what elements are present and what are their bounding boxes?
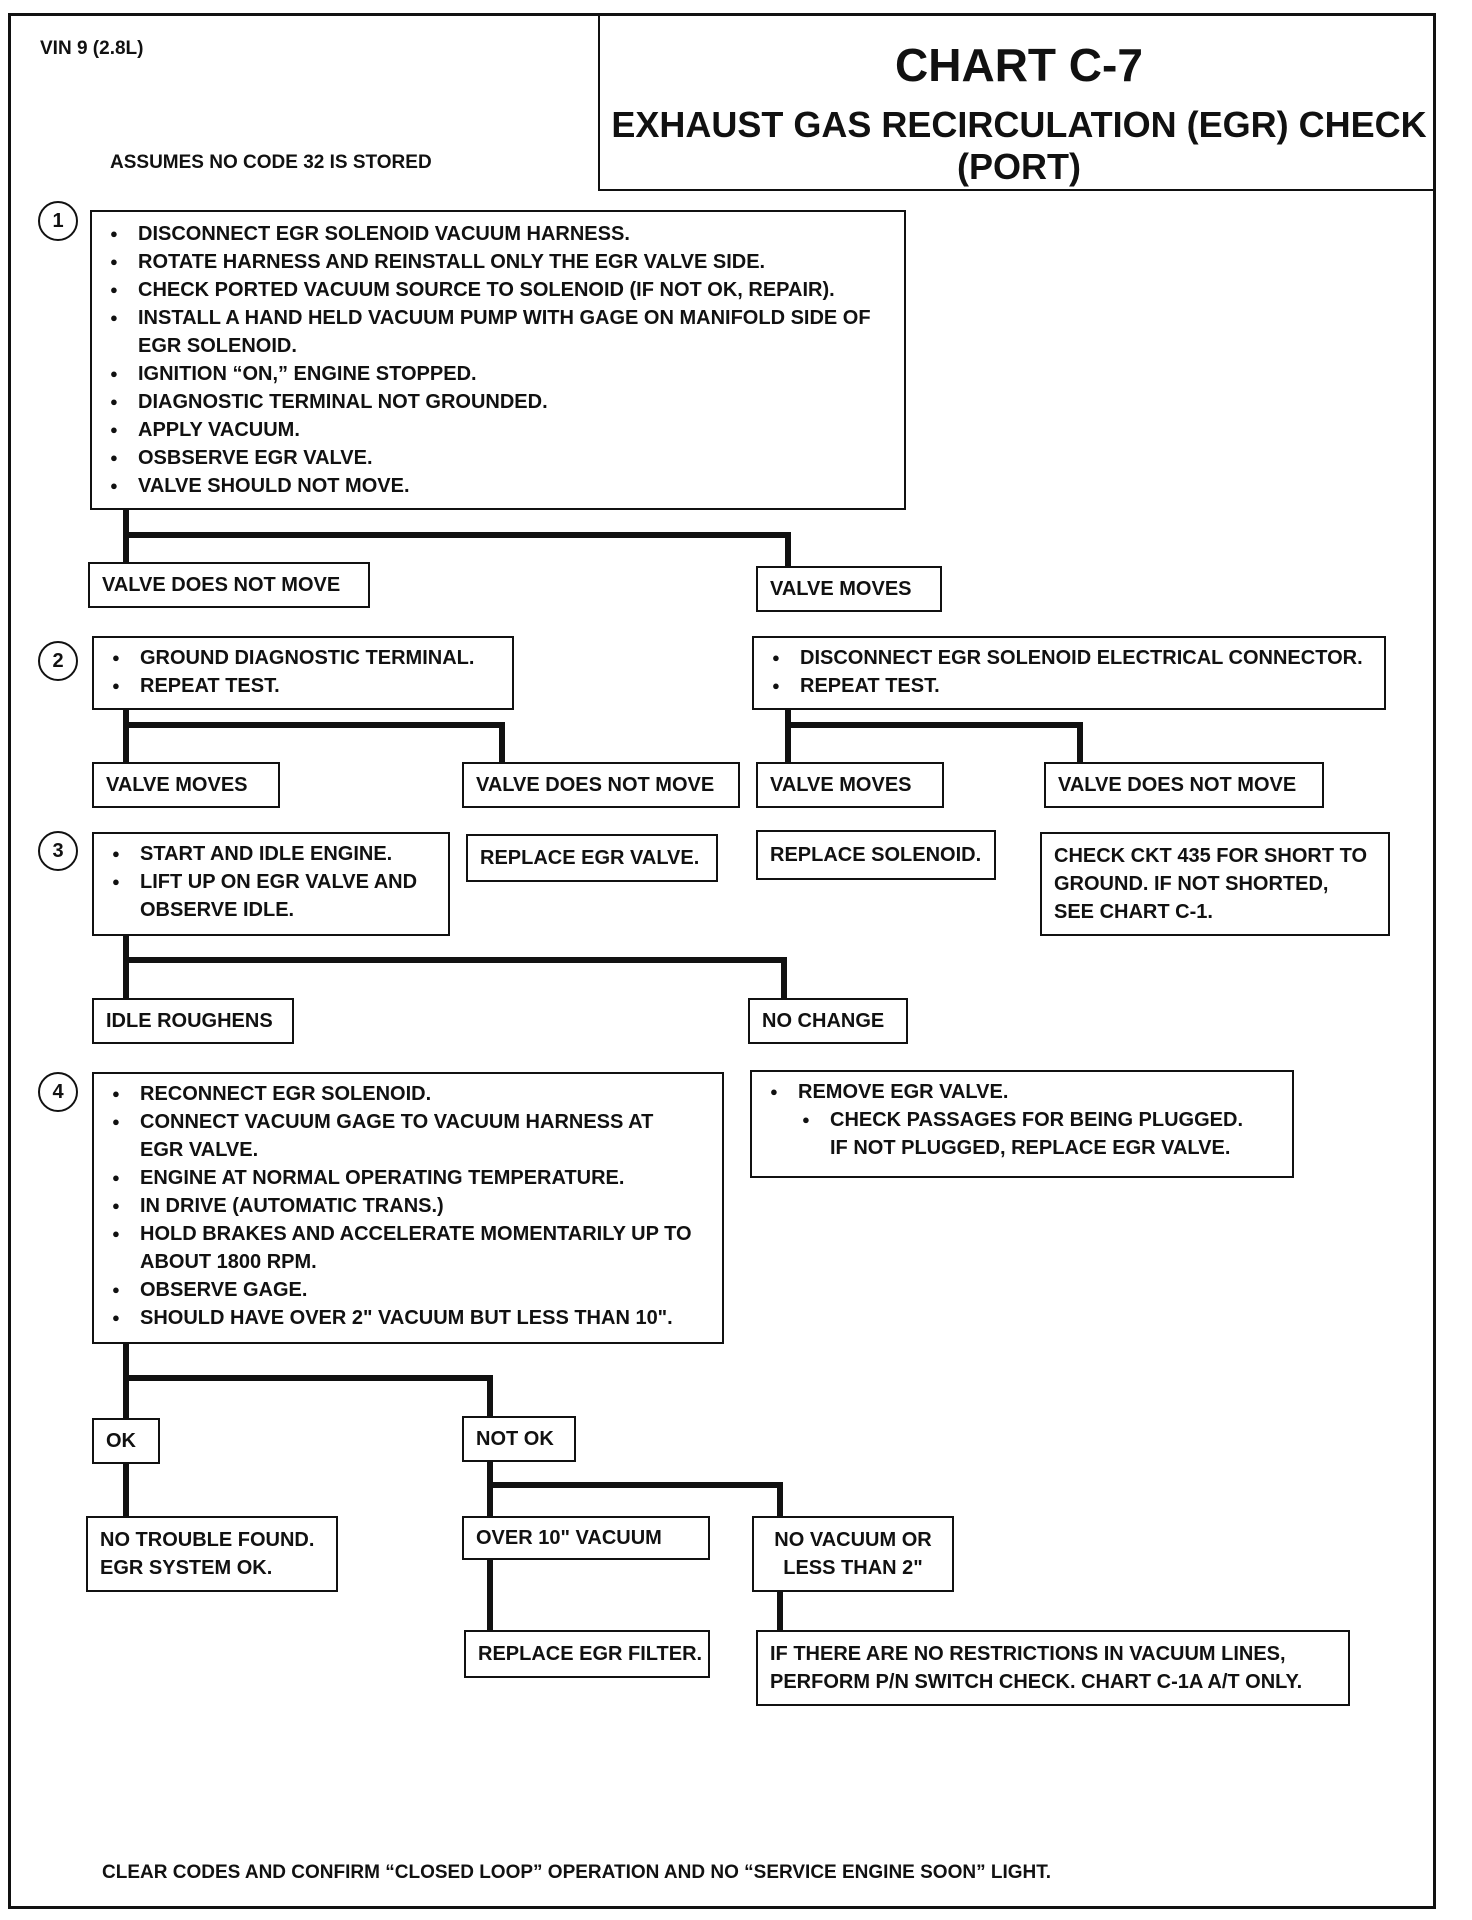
no-trouble-found: NO TROUBLE FOUND. EGR SYSTEM OK. — [86, 1516, 338, 1592]
step1-box: DISCONNECT EGR SOLENOID VACUUM HARNESS. … — [90, 210, 906, 510]
assumption-note: ASSUMES NO CODE 32 IS STORED — [110, 152, 432, 173]
branch2-valve-moves: VALVE MOVES — [92, 762, 280, 808]
step4-item: HOLD BRAKES AND ACCELERATE MOMENTARILY U… — [108, 1220, 700, 1276]
step2-list: GROUND DIAGNOSTIC TERMINAL. REPEAT TEST. — [94, 638, 512, 708]
step1-item: DIAGNOSTIC TERMINAL NOT GROUNDED. — [106, 388, 894, 416]
connector-step4 — [123, 1340, 493, 1425]
step3-item: START AND IDLE ENGINE. — [108, 840, 438, 868]
step1-item: APPLY VACUUM. — [106, 416, 894, 444]
chart-subtitle-line-1: EXHAUST GAS RECIRCULATION (EGR) CHECK — [611, 104, 1427, 145]
remove-egr-valve-box: REMOVE EGR VALVE. CHECK PASSAGES FOR BEI… — [750, 1070, 1294, 1178]
no-vacuum-line: LESS THAN 2" — [783, 1557, 923, 1579]
step3-item: LIFT UP ON EGR VALVE AND OBSERVE IDLE. — [108, 868, 438, 924]
check-ckt-line: CHECK CKT 435 FOR SHORT TO — [1054, 845, 1367, 867]
step1-item: DISCONNECT EGR SOLENOID VACUUM HARNESS. — [106, 220, 894, 248]
step1-item: IGNITION “ON,” ENGINE STOPPED. — [106, 360, 894, 388]
step4-box: RECONNECT EGR SOLENOID. CONNECT VACUUM G… — [92, 1072, 724, 1344]
footer-note: CLEAR CODES AND CONFIRM “CLOSED LOOP” OP… — [102, 1862, 1052, 1883]
step4-item: IN DRIVE (AUTOMATIC TRANS.) — [108, 1192, 712, 1220]
restrictions-box: IF THERE ARE NO RESTRICTIONS IN VACUUM L… — [756, 1630, 1350, 1706]
page-frame — [8, 13, 1436, 1909]
branch4-not-ok: NOT OK — [462, 1416, 576, 1462]
step1-item: INSTALL A HAND HELD VACUUM PUMP WITH GAG… — [106, 304, 898, 360]
check-passages-item: CHECK PASSAGES FOR BEING PLUGGED. IF NOT… — [798, 1106, 1260, 1162]
step4-item: OBSERVE GAGE. — [108, 1276, 712, 1304]
connector-step3 — [123, 931, 787, 1001]
replace-solenoid: REPLACE SOLENOID. — [756, 830, 996, 880]
remove-egr-item: REMOVE EGR VALVE. — [766, 1078, 1282, 1106]
right2-box: DISCONNECT EGR SOLENOID ELECTRICAL CONNE… — [752, 636, 1386, 710]
step2-item: GROUND DIAGNOSTIC TERMINAL. — [108, 644, 502, 672]
step4-item: RECONNECT EGR SOLENOID. — [108, 1080, 712, 1108]
connector-step1 — [123, 505, 791, 570]
over-10-vacuum: OVER 10" VACUUM — [462, 1516, 710, 1560]
no-vacuum-line: NO VACUUM OR — [774, 1529, 932, 1551]
step1-item: CHECK PORTED VACUUM SOURCE TO SOLENOID (… — [106, 276, 894, 304]
restrictions-line: IF THERE ARE NO RESTRICTIONS IN VACUUM L… — [770, 1643, 1286, 1665]
branch2-valve-not-move: VALVE DOES NOT MOVE — [462, 762, 740, 808]
no-trouble-line: EGR SYSTEM OK. — [100, 1557, 273, 1579]
no-trouble-line: NO TROUBLE FOUND. — [100, 1529, 315, 1551]
step1-item: VALVE SHOULD NOT MOVE. — [106, 472, 894, 500]
check-ckt-line: SEE CHART C-1. — [1054, 901, 1213, 923]
step1-list: DISCONNECT EGR SOLENOID VACUUM HARNESS. … — [92, 212, 904, 508]
chart-subtitle: EXHAUST GAS RECIRCULATION (EGR) CHECK (P… — [600, 104, 1438, 188]
replace-egr-filter: REPLACE EGR FILTER. — [464, 1630, 710, 1678]
connector-step2 — [123, 705, 505, 766]
step-number-3: 3 — [38, 831, 78, 871]
right2-item: DISCONNECT EGR SOLENOID ELECTRICAL CONNE… — [768, 644, 1374, 672]
step2-item: REPEAT TEST. — [108, 672, 502, 700]
restrictions-line: PERFORM P/N SWITCH CHECK. CHART C-1A A/T… — [770, 1671, 1303, 1693]
branch4-ok: OK — [92, 1418, 160, 1464]
branch3-idle-roughens: IDLE ROUGHENS — [92, 998, 294, 1044]
connector-notok — [487, 1455, 783, 1521]
step-number-1: 1 — [38, 201, 78, 241]
check-ckt-line: GROUND. IF NOT SHORTED, — [1054, 873, 1329, 895]
no-vacuum-box: NO VACUUM OR LESS THAN 2" — [752, 1516, 954, 1592]
step4-item: SHOULD HAVE OVER 2" VACUUM BUT LESS THAN… — [108, 1304, 712, 1332]
step4-list: RECONNECT EGR SOLENOID. CONNECT VACUUM G… — [94, 1074, 722, 1340]
step4-item: ENGINE AT NORMAL OPERATING TEMPERATURE. — [108, 1164, 712, 1192]
chart-subtitle-line-2: (PORT) — [957, 146, 1081, 187]
replace-egr-valve: REPLACE EGR VALVE. — [466, 834, 718, 882]
check-ckt-435: CHECK CKT 435 FOR SHORT TO GROUND. IF NO… — [1040, 832, 1390, 936]
step3-box: START AND IDLE ENGINE. LIFT UP ON EGR VA… — [92, 832, 450, 936]
step-number-2: 2 — [38, 641, 78, 681]
branch3-no-change: NO CHANGE — [748, 998, 908, 1044]
vin-label: VIN 9 (2.8L) — [40, 38, 144, 59]
step4-item: CONNECT VACUUM GAGE TO VACUUM HARNESS AT… — [108, 1108, 700, 1164]
title-box — [598, 16, 1436, 191]
step3-list: START AND IDLE ENGINE. LIFT UP ON EGR VA… — [94, 834, 448, 932]
branch2-right-valve-moves: VALVE MOVES — [756, 762, 944, 808]
remove-egr-list: REMOVE EGR VALVE. CHECK PASSAGES FOR BEI… — [752, 1072, 1292, 1170]
chart-title: CHART C-7 — [895, 39, 1143, 91]
branch1-no-move: VALVE DOES NOT MOVE — [88, 562, 370, 608]
right2-item: REPEAT TEST. — [768, 672, 1374, 700]
connector-right2 — [785, 705, 1083, 766]
branch2-right-valve-not-move: VALVE DOES NOT MOVE — [1044, 762, 1324, 808]
step1-item: OSBSERVE EGR VALVE. — [106, 444, 894, 472]
step-number-4: 4 — [38, 1072, 78, 1112]
branch1-moves: VALVE MOVES — [756, 566, 942, 612]
step1-item: ROTATE HARNESS AND REINSTALL ONLY THE EG… — [106, 248, 894, 276]
right2-list: DISCONNECT EGR SOLENOID ELECTRICAL CONNE… — [754, 638, 1384, 708]
step2-box: GROUND DIAGNOSTIC TERMINAL. REPEAT TEST. — [92, 636, 514, 710]
